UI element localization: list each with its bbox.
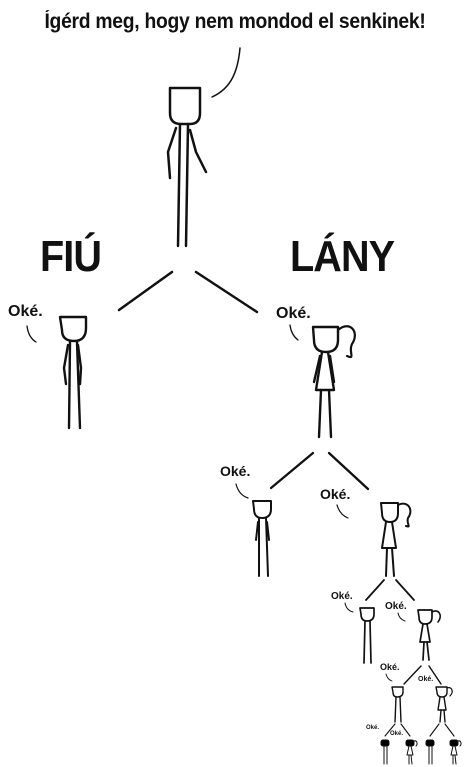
branch-to-girl-3 (395, 579, 415, 601)
reply-girl-1: Oké. (276, 305, 311, 322)
figure-boy-1 (58, 315, 88, 430)
branch-level5-b (400, 723, 411, 737)
branch-level5-d (444, 723, 455, 737)
reply-girl-2: Oké. (320, 486, 351, 502)
reply-boy-3: Oké. (331, 591, 353, 602)
reply-boy-2: Oké. (220, 463, 251, 479)
branch-to-girl-1 (194, 270, 259, 314)
figure-girl-4 (435, 686, 453, 723)
speech-tail-boy-3 (344, 602, 354, 613)
reply-girl-5: Oké. (390, 731, 404, 737)
branch-to-boy-4 (403, 665, 422, 685)
figure-boy-5b (425, 739, 435, 765)
figure-girl-1 (311, 325, 356, 439)
branch-to-girl-2 (327, 451, 370, 491)
branch-to-girl-4 (428, 665, 442, 685)
reply-girl-4: Oké. (418, 676, 434, 683)
branch-level5-a (384, 723, 396, 737)
speech-tail-girl-2 (336, 504, 349, 519)
branch-to-boy-1 (117, 270, 174, 312)
speech-tail-girl-3 (397, 612, 406, 622)
figure-boy-3 (359, 607, 375, 664)
branch-level5-c (429, 723, 440, 737)
branch-to-boy-3 (365, 579, 385, 601)
speech-tail-title (211, 47, 241, 98)
heading-boy: FIÚ (40, 232, 102, 281)
speech-tail-boy-1 (26, 325, 37, 343)
figure-boy-2 (252, 500, 272, 577)
reply-girl-3: Oké. (385, 601, 407, 612)
branch-to-boy-2 (269, 451, 315, 490)
figure-girl-5b (449, 739, 462, 765)
reply-boy-1: Oké. (8, 303, 43, 320)
heading-girl: LÁNY (290, 232, 395, 281)
speech-tail-girl-1 (289, 324, 299, 341)
figure-boy-4 (391, 686, 404, 723)
speech-tail-boy-4 (385, 673, 393, 682)
figure-boy-5a (380, 739, 390, 765)
figure-girl-5a (405, 739, 418, 765)
speech-promise: Ígérd meg, hogy nem mondod el senkinek! (44, 10, 426, 33)
figure-speaker (166, 86, 208, 248)
reply-boy-4: Oké. (380, 662, 400, 672)
figure-girl-3 (417, 609, 441, 661)
figure-girl-2 (380, 502, 412, 577)
speech-tail-boy-2 (235, 483, 249, 499)
reply-boy-5: Oké. (366, 725, 380, 731)
